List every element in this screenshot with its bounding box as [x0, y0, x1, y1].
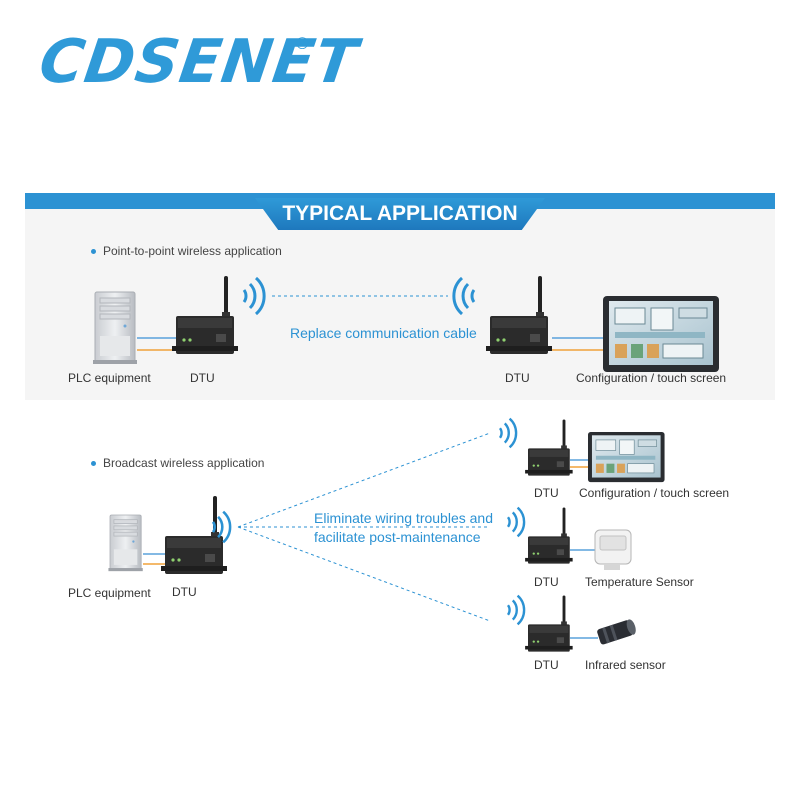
- touch-screen-label: Configuration / touch screen: [579, 486, 730, 500]
- page-title: TYPICAL APPLICATION: [255, 198, 545, 230]
- dtu-device-icon: [172, 276, 238, 354]
- dtu-device-icon: [525, 595, 573, 652]
- dtu-device-icon: [525, 419, 573, 476]
- broadcast-caption-line2: facilitate post-maintenance: [314, 529, 481, 545]
- wireless-signal-icon: [506, 506, 526, 538]
- touch-screen-label: Configuration / touch screen: [576, 371, 727, 385]
- wireless-signal-icon: [506, 594, 526, 626]
- dtu-label: DTU: [534, 486, 559, 500]
- touch-screen-icon: [602, 295, 720, 373]
- section1-title: Point-to-point wireless application: [91, 244, 282, 258]
- wireless-signal-icon: [242, 276, 266, 316]
- dtu-label: DTU: [534, 658, 559, 672]
- plc-equipment-icon: [108, 514, 144, 572]
- dtu-label: DTU: [190, 371, 215, 385]
- infrared-sensor-label: Infrared sensor: [585, 658, 666, 672]
- dtu-device-icon: [161, 496, 227, 574]
- wireless-signal-icon: [452, 276, 476, 316]
- dtu-label: DTU: [534, 575, 559, 589]
- dtu-label: DTU: [172, 585, 197, 599]
- wireless-signal-icon: [498, 417, 518, 449]
- section2-title: Broadcast wireless application: [91, 456, 264, 470]
- dtu-device-icon: [486, 276, 552, 354]
- temperature-sensor-icon: [594, 529, 632, 570]
- registered-mark: ®: [296, 34, 309, 53]
- dtu-device-icon: [525, 507, 573, 564]
- infrared-sensor-icon: [597, 619, 636, 645]
- temperature-sensor-label: Temperature Sensor: [585, 575, 694, 589]
- link-caption: Replace communication cable: [290, 325, 477, 341]
- touch-screen-icon: [587, 431, 665, 483]
- plc-equipment-icon: [92, 291, 138, 365]
- dtu-label: DTU: [505, 371, 530, 385]
- plc-equipment-label: PLC equipment: [68, 586, 151, 600]
- broadcast-caption-line1: Eliminate wiring troubles and: [314, 510, 493, 526]
- plc-equipment-label: PLC equipment: [68, 371, 151, 385]
